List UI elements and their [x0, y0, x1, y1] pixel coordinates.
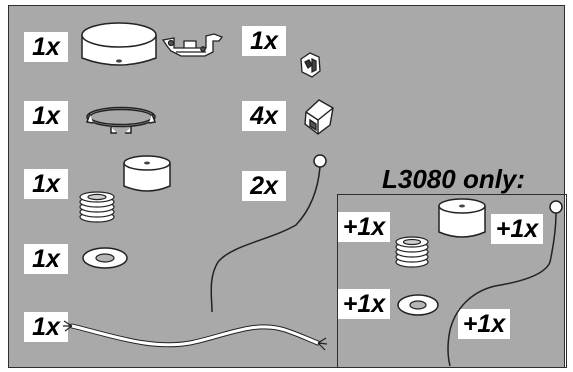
- washer-illustration: [82, 247, 128, 269]
- threaded-nut-illustration: [79, 191, 115, 223]
- qty-extra-spacer-top: +1x: [491, 214, 543, 244]
- canopy-illustration: [81, 22, 157, 66]
- l3080-heading: L3080 only:: [382, 164, 526, 194]
- retaining-ring-illustration: [85, 106, 157, 134]
- qty-washer: 1x: [24, 244, 68, 274]
- extra-washer-illustration: [397, 294, 439, 316]
- extra-threaded-nut-illustration: [395, 236, 429, 268]
- qty-connector: 4x: [242, 101, 286, 131]
- qty-cable: 1x: [24, 312, 68, 342]
- bracket-illustration: [161, 33, 224, 57]
- extra-steel-wire-illustration: [447, 200, 563, 367]
- qty-wire: 2x: [242, 171, 286, 201]
- qty-extra-wire: +1x: [458, 309, 510, 339]
- power-cable-illustration: [63, 320, 328, 351]
- extra-spacer-illustration: [438, 198, 486, 238]
- steel-wire-illustration: [210, 154, 327, 313]
- parts-panel: [8, 5, 565, 368]
- small-clip-illustration: [300, 52, 321, 78]
- qty-extra-spacer-bottom: +1x: [338, 212, 390, 242]
- spacer-illustration: [123, 155, 171, 192]
- qty-ring: 1x: [24, 101, 68, 131]
- connector-illustration: [304, 99, 334, 135]
- qty-canopy: 1x: [24, 32, 68, 62]
- l3080-parts-box: [337, 194, 567, 368]
- qty-spacer: 1x: [24, 169, 68, 199]
- qty-clip: 1x: [242, 26, 286, 56]
- qty-extra-washer: +1x: [338, 289, 390, 319]
